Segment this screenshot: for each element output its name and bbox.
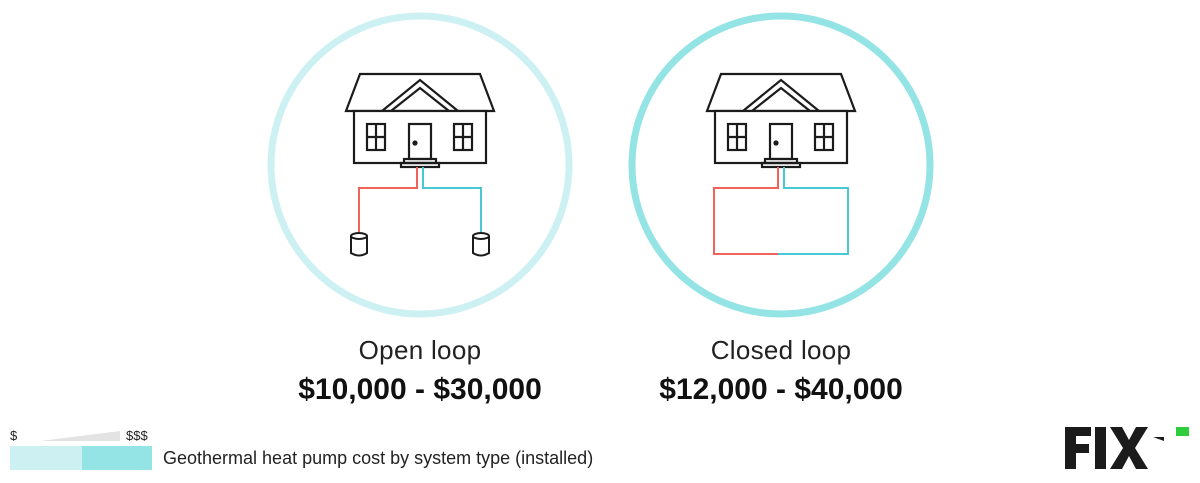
cost-legend: $ $$$ Geothermal heat pump cost by syste… bbox=[10, 428, 690, 476]
legend-swatch-high bbox=[82, 446, 152, 470]
open-loop-ring bbox=[267, 12, 573, 318]
open-loop-illustration bbox=[267, 12, 573, 318]
system-name: Closed loop bbox=[710, 335, 852, 365]
system-name: Open loop bbox=[358, 335, 482, 365]
legend-low-label: $ bbox=[10, 428, 18, 443]
house-icon bbox=[344, 72, 496, 169]
open-loop-pipes bbox=[358, 167, 482, 232]
cost-scale-wedge bbox=[40, 431, 120, 441]
system-price: $12,000 - $40,000 bbox=[659, 373, 903, 406]
system-price: $10,000 - $30,000 bbox=[298, 373, 542, 406]
well-icon bbox=[350, 232, 490, 257]
legend-swatch-low bbox=[10, 446, 82, 470]
fixr-logo bbox=[1065, 427, 1189, 469]
open-loop-system: Open loop $10,000 - $30,000 bbox=[255, 0, 585, 483]
closed-loop-ring bbox=[628, 12, 934, 318]
house-icon bbox=[705, 72, 857, 169]
legend-color-bar bbox=[10, 446, 152, 470]
legend-caption: Geothermal heat pump cost by system type… bbox=[163, 448, 594, 468]
closed-loop-system: Closed loop $12,000 - $40,000 bbox=[616, 0, 946, 483]
closed-loop-illustration bbox=[628, 12, 934, 318]
closed-loop-pipes bbox=[713, 167, 849, 255]
legend-high-label: $$$ bbox=[126, 428, 148, 443]
